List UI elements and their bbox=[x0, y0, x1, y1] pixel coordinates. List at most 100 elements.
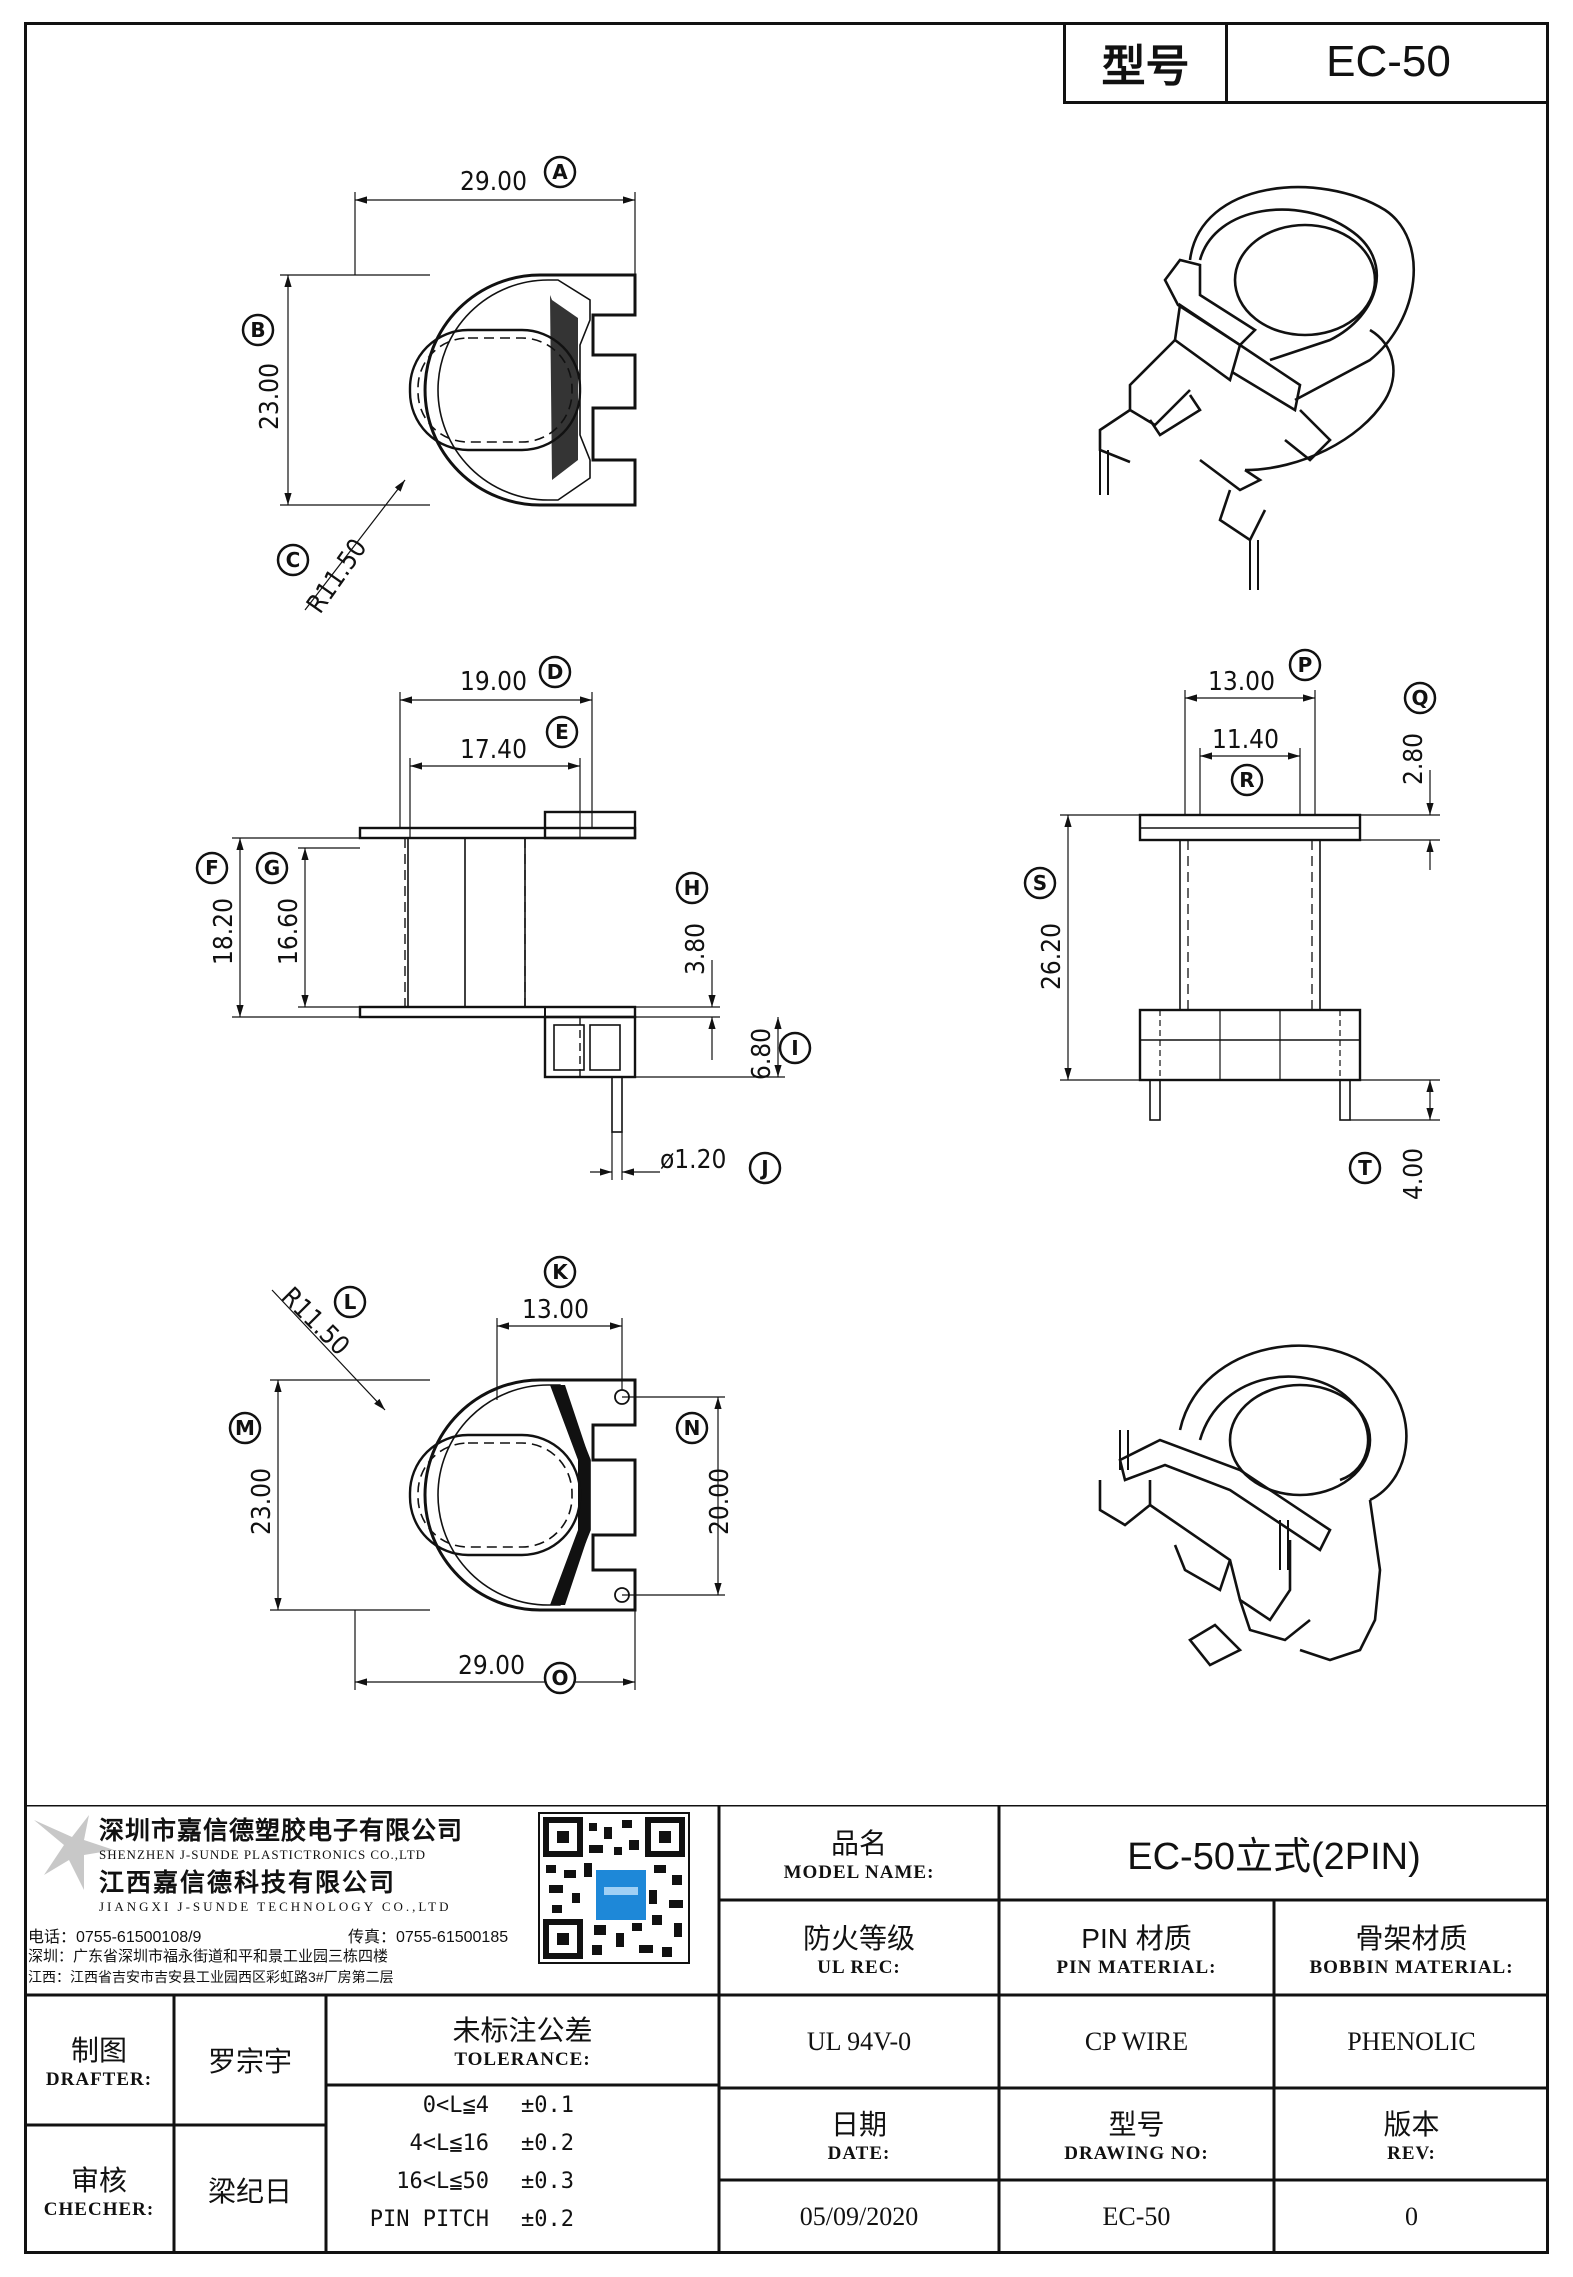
company-name-en-1: SHENZHEN J-SUNDE PLASTICTRONICS CO.,LTD bbox=[99, 1847, 427, 1862]
balloon-l-label: L bbox=[344, 1290, 357, 1314]
bottom-view bbox=[270, 1289, 725, 1690]
drafter-cn-label: 制图 bbox=[70, 2035, 127, 2066]
drawing-value: EC-50 bbox=[1102, 2202, 1171, 2231]
dim-C-text: R11.50 bbox=[301, 534, 373, 619]
drafter-name: 罗宗宇 bbox=[207, 2046, 292, 2077]
drawing-frame bbox=[24, 22, 1549, 2254]
balloon-n-circle bbox=[675, 1411, 709, 1445]
balloon-b-label: B bbox=[250, 318, 265, 342]
tolerance-range: PIN PITCH bbox=[369, 2207, 489, 2232]
drafter-en-label: DRAFTER: bbox=[45, 2069, 153, 2090]
tolerance-range: 16<L≦50 bbox=[396, 2169, 489, 2194]
tolerance-row: PIN PITCH ±0.2 bbox=[326, 2203, 719, 2241]
dim-H-text: 3.80 bbox=[681, 923, 711, 975]
company-name-cn-1: 深圳市嘉信德塑胶电子有限公司 bbox=[99, 1817, 464, 1845]
balloon-k-label: K bbox=[552, 1260, 569, 1284]
balloon-h-label: H bbox=[684, 876, 701, 900]
balloon-d-label: D bbox=[547, 660, 564, 684]
balloon-e-label: E bbox=[555, 720, 569, 744]
qr-code-icon bbox=[538, 1812, 690, 1964]
bobbin-value: PHENOLIC bbox=[1347, 2026, 1476, 2056]
balloon-t-circle bbox=[1348, 1151, 1382, 1185]
tolerance-en-label: TOLERANCE: bbox=[454, 2049, 591, 2070]
tolerance-value: ±0.3 bbox=[521, 2169, 574, 2194]
balloon-m-circle bbox=[228, 1411, 262, 1445]
date-en-label: DATE: bbox=[827, 2143, 891, 2164]
dim-T-text: 4.00 bbox=[1399, 1148, 1429, 1200]
balloon-r-label: R bbox=[1239, 768, 1254, 792]
dim-P-text: 13.00 bbox=[1208, 667, 1275, 697]
checker-en-label: CHECHER: bbox=[43, 2198, 155, 2220]
dim-B-text: 23.00 bbox=[255, 363, 285, 430]
balloon-c-label: C bbox=[286, 548, 301, 572]
date-cn-label: 日期 bbox=[830, 2109, 887, 2140]
balloon-q-label: Q bbox=[1411, 686, 1428, 710]
dim-N-text: 20.00 bbox=[705, 1468, 735, 1535]
checker-cn-label: 审核 bbox=[70, 2164, 127, 2196]
balloon-f-circle bbox=[195, 851, 229, 885]
tolerance-row: 0<L≦4 ±0.1 bbox=[326, 2089, 719, 2127]
dim-G-text: 16.60 bbox=[274, 898, 304, 965]
company-address-shenzhen: 深圳：广东省深圳市福永街道和平和景工业园三栋四楼 bbox=[28, 1948, 389, 1965]
company-address-jiangxi: 江西：江西省吉安市吉安县工业园西区彩虹路3#厂房第二层 bbox=[28, 1969, 394, 1985]
balloon-e-circle bbox=[545, 715, 579, 749]
pin-en-label: PIN MATERIAL: bbox=[1056, 1956, 1217, 1978]
balloon-i-circle bbox=[778, 1031, 812, 1065]
header-model-box: 型号 EC-50 bbox=[1063, 22, 1549, 104]
rev-en-label: REV: bbox=[1387, 2143, 1436, 2164]
tolerance-range: 4<L≦16 bbox=[409, 2131, 489, 2156]
balloon-t-label: T bbox=[1358, 1156, 1372, 1180]
company-name-en-2: JIANGXI J-SUNDE TECHNOLOGY CO.,LTD bbox=[99, 1899, 452, 1914]
tolerance-value: ±0.2 bbox=[521, 2207, 574, 2232]
side-view bbox=[1060, 690, 1440, 1121]
tolerance-range: 0<L≦4 bbox=[422, 2093, 489, 2118]
company-logo-icon bbox=[34, 1815, 114, 1890]
balloon-k-circle bbox=[543, 1255, 577, 1289]
dim-M-text: 23.00 bbox=[247, 1468, 277, 1535]
dim-D-text: 19.00 bbox=[460, 667, 527, 697]
checker-name: 梁纪日 bbox=[207, 2175, 292, 2207]
tolerance-row: 4<L≦16 ±0.2 bbox=[326, 2127, 719, 2165]
dim-F-text: 18.20 bbox=[209, 898, 239, 965]
balloon-l-circle bbox=[333, 1285, 367, 1319]
balloon-o-circle bbox=[543, 1661, 577, 1695]
balloon-j-circle bbox=[748, 1151, 782, 1185]
header-model-label: 型号 bbox=[1101, 41, 1190, 91]
balloon-p-label: P bbox=[1298, 653, 1313, 677]
model-name-value: EC-50立式(2PIN) bbox=[1127, 1836, 1421, 1878]
tolerance-row: 16<L≦50 ±0.3 bbox=[326, 2165, 719, 2203]
rev-cn-label: 版本 bbox=[1383, 2109, 1440, 2140]
balloon-b-circle bbox=[241, 313, 275, 347]
ul-cn-label: 防火等级 bbox=[802, 1922, 915, 1954]
balloon-g-label: G bbox=[264, 856, 280, 880]
balloon-p-circle bbox=[1288, 648, 1322, 682]
top-view bbox=[280, 192, 637, 611]
balloon-s-circle bbox=[1023, 866, 1057, 900]
balloon-n-label: N bbox=[684, 1416, 701, 1440]
pin-value: CP WIRE bbox=[1084, 2026, 1189, 2056]
title-block-grid bbox=[24, 1805, 1549, 2254]
dim-J-text: ø1.20 bbox=[660, 1145, 726, 1175]
rev-value: 0 bbox=[1405, 2202, 1418, 2231]
balloon-r-circle bbox=[1230, 763, 1264, 797]
bobbin-en-label: BOBBIN MATERIAL: bbox=[1309, 1956, 1514, 1978]
dim-S-text: 26.20 bbox=[1037, 923, 1067, 990]
balloon-m-label: M bbox=[235, 1416, 255, 1440]
tolerance-value: ±0.1 bbox=[521, 2093, 574, 2118]
tolerance-value: ±0.2 bbox=[521, 2131, 574, 2156]
title-block: 深圳市嘉信德塑胶电子有限公司 SHENZHEN J-SUNDE PLASTICT… bbox=[24, 1805, 1549, 2254]
dim-A-text: 29.00 bbox=[460, 167, 527, 197]
company-name-cn-2: 江西嘉信德科技有限公司 bbox=[99, 1869, 397, 1897]
balloon-f-label: F bbox=[205, 856, 219, 880]
balloon-g-circle bbox=[255, 851, 289, 885]
bobbin-cn-label: 骨架材质 bbox=[1355, 1922, 1468, 1954]
company-fax: 传真：0755-61500185 bbox=[348, 1929, 509, 1946]
dim-R-text: 11.40 bbox=[1212, 725, 1279, 755]
balloon-a-circle bbox=[543, 155, 577, 189]
tolerance-cn-label: 未标注公差 bbox=[452, 2015, 593, 2046]
dim-K-text: 13.00 bbox=[522, 1295, 589, 1325]
dim-E-text: 17.40 bbox=[460, 735, 527, 765]
dim-Q-text: 2.80 bbox=[1399, 733, 1429, 785]
balloon-o-label: O bbox=[551, 1666, 568, 1690]
